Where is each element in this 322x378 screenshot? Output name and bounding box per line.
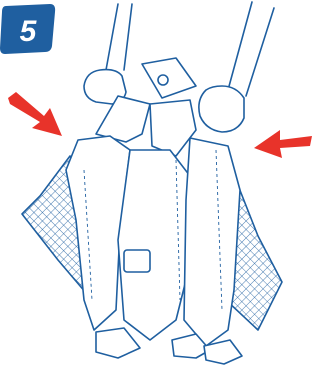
handle-right	[149, 99, 197, 157]
arrow-right-icon	[8, 92, 62, 136]
right-arrow	[254, 130, 312, 158]
top-hinge	[141, 57, 197, 99]
stroller-frame	[95, 57, 197, 157]
stitch-left	[83, 169, 93, 301]
stitching	[83, 149, 223, 311]
left-hand	[83, 68, 127, 105]
hinge-knob	[157, 74, 169, 86]
right-fabric	[183, 137, 241, 347]
wheels	[95, 327, 243, 365]
step-badge: 5	[0, 4, 56, 54]
right-hand	[198, 85, 245, 133]
folded-fabric	[21, 135, 283, 347]
wheel-right	[203, 339, 243, 365]
step-badge-shape	[0, 4, 56, 54]
center-fabric	[117, 149, 191, 341]
fabric-tag	[123, 249, 151, 273]
hands	[83, 1, 275, 133]
left-arrow	[8, 92, 62, 136]
right-arm	[227, 1, 275, 97]
stitch-right	[215, 149, 223, 311]
wheel-center	[171, 333, 211, 359]
wheel-left	[95, 327, 141, 359]
left-arm	[105, 3, 133, 71]
arrow-left-icon	[254, 130, 312, 158]
stitch-center	[175, 159, 181, 301]
handle-left	[95, 95, 151, 143]
step-number: 5	[20, 15, 38, 48]
left-fabric	[65, 135, 131, 331]
